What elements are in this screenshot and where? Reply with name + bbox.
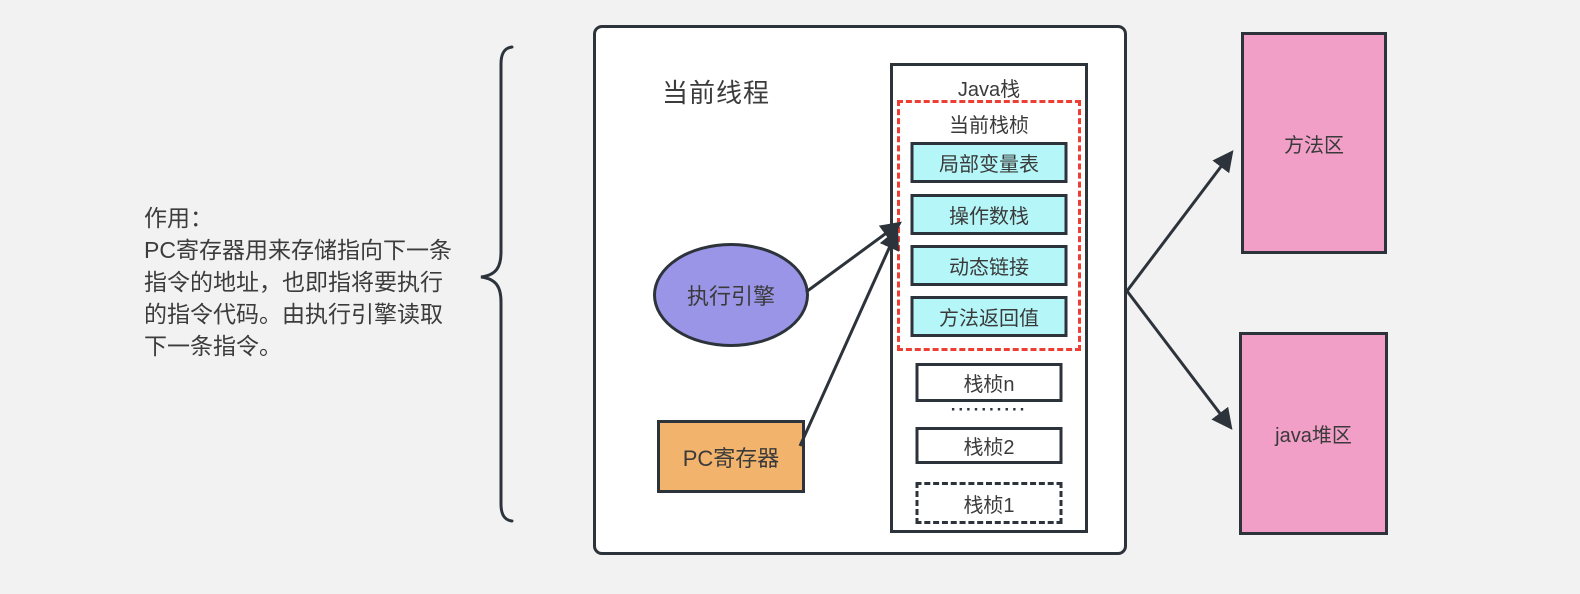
stack-frame-1-box: 栈桢1 — [915, 482, 1063, 524]
java-heap-label: java堆区 — [1275, 425, 1352, 447]
current-thread-label: 当前线程 — [662, 78, 771, 108]
current-thread-box: 当前线程 执行引擎 PC寄存器 Java栈 当前栈桢 局部变量表 操作数栈 动态… — [593, 25, 1127, 555]
stack-frame-2-box: 栈桢2 — [915, 427, 1063, 464]
current-frame-title: 当前栈桢 — [949, 115, 1029, 137]
annotation-line: 作用： — [144, 205, 213, 231]
annotation-line: PC寄存器用来存储指向下一条 — [144, 237, 452, 263]
java-stack-title: Java栈 — [957, 79, 1021, 101]
method-area-box: 方法区 — [1241, 32, 1387, 254]
method-area-label: 方法区 — [1284, 134, 1344, 157]
execution-engine-label: 执行引擎 — [686, 284, 775, 309]
annotation-line: 的指令代码。由执行引擎读取 — [144, 301, 443, 327]
stack-frames-ellipsis: ·········· — [950, 400, 1028, 419]
java-heap-box: java堆区 — [1239, 332, 1388, 535]
annotation-text: 作用： PC寄存器用来存储指向下一条 指令的地址，也即指将要执行 的指令代码。由… — [144, 202, 494, 362]
execution-engine-ellipse: 执行引擎 — [653, 243, 809, 347]
local-variable-table-box: 局部变量表 — [910, 142, 1068, 183]
arrow-thread-to-heap — [1125, 290, 1233, 430]
annotation-line: 下一条指令。 — [144, 333, 282, 359]
current-frame-dashed-box: 当前栈桢 局部变量表 操作数栈 动态链接 方法返回值 — [897, 100, 1081, 351]
dynamic-linking-box: 动态链接 — [910, 245, 1068, 286]
java-stack-box: Java栈 当前栈桢 局部变量表 操作数栈 动态链接 方法返回值 栈桢n ···… — [890, 63, 1088, 533]
arrow-thread-to-method-area — [1125, 150, 1234, 292]
annotation-line: 指令的地址，也即指将要执行 — [144, 269, 443, 295]
operand-stack-box: 操作数栈 — [910, 194, 1068, 235]
pc-register-box: PC寄存器 — [657, 420, 805, 493]
method-return-value-box: 方法返回值 — [910, 296, 1068, 337]
pc-register-label: PC寄存器 — [682, 445, 780, 471]
stack-frame-n-box: 栈桢n — [915, 363, 1063, 402]
